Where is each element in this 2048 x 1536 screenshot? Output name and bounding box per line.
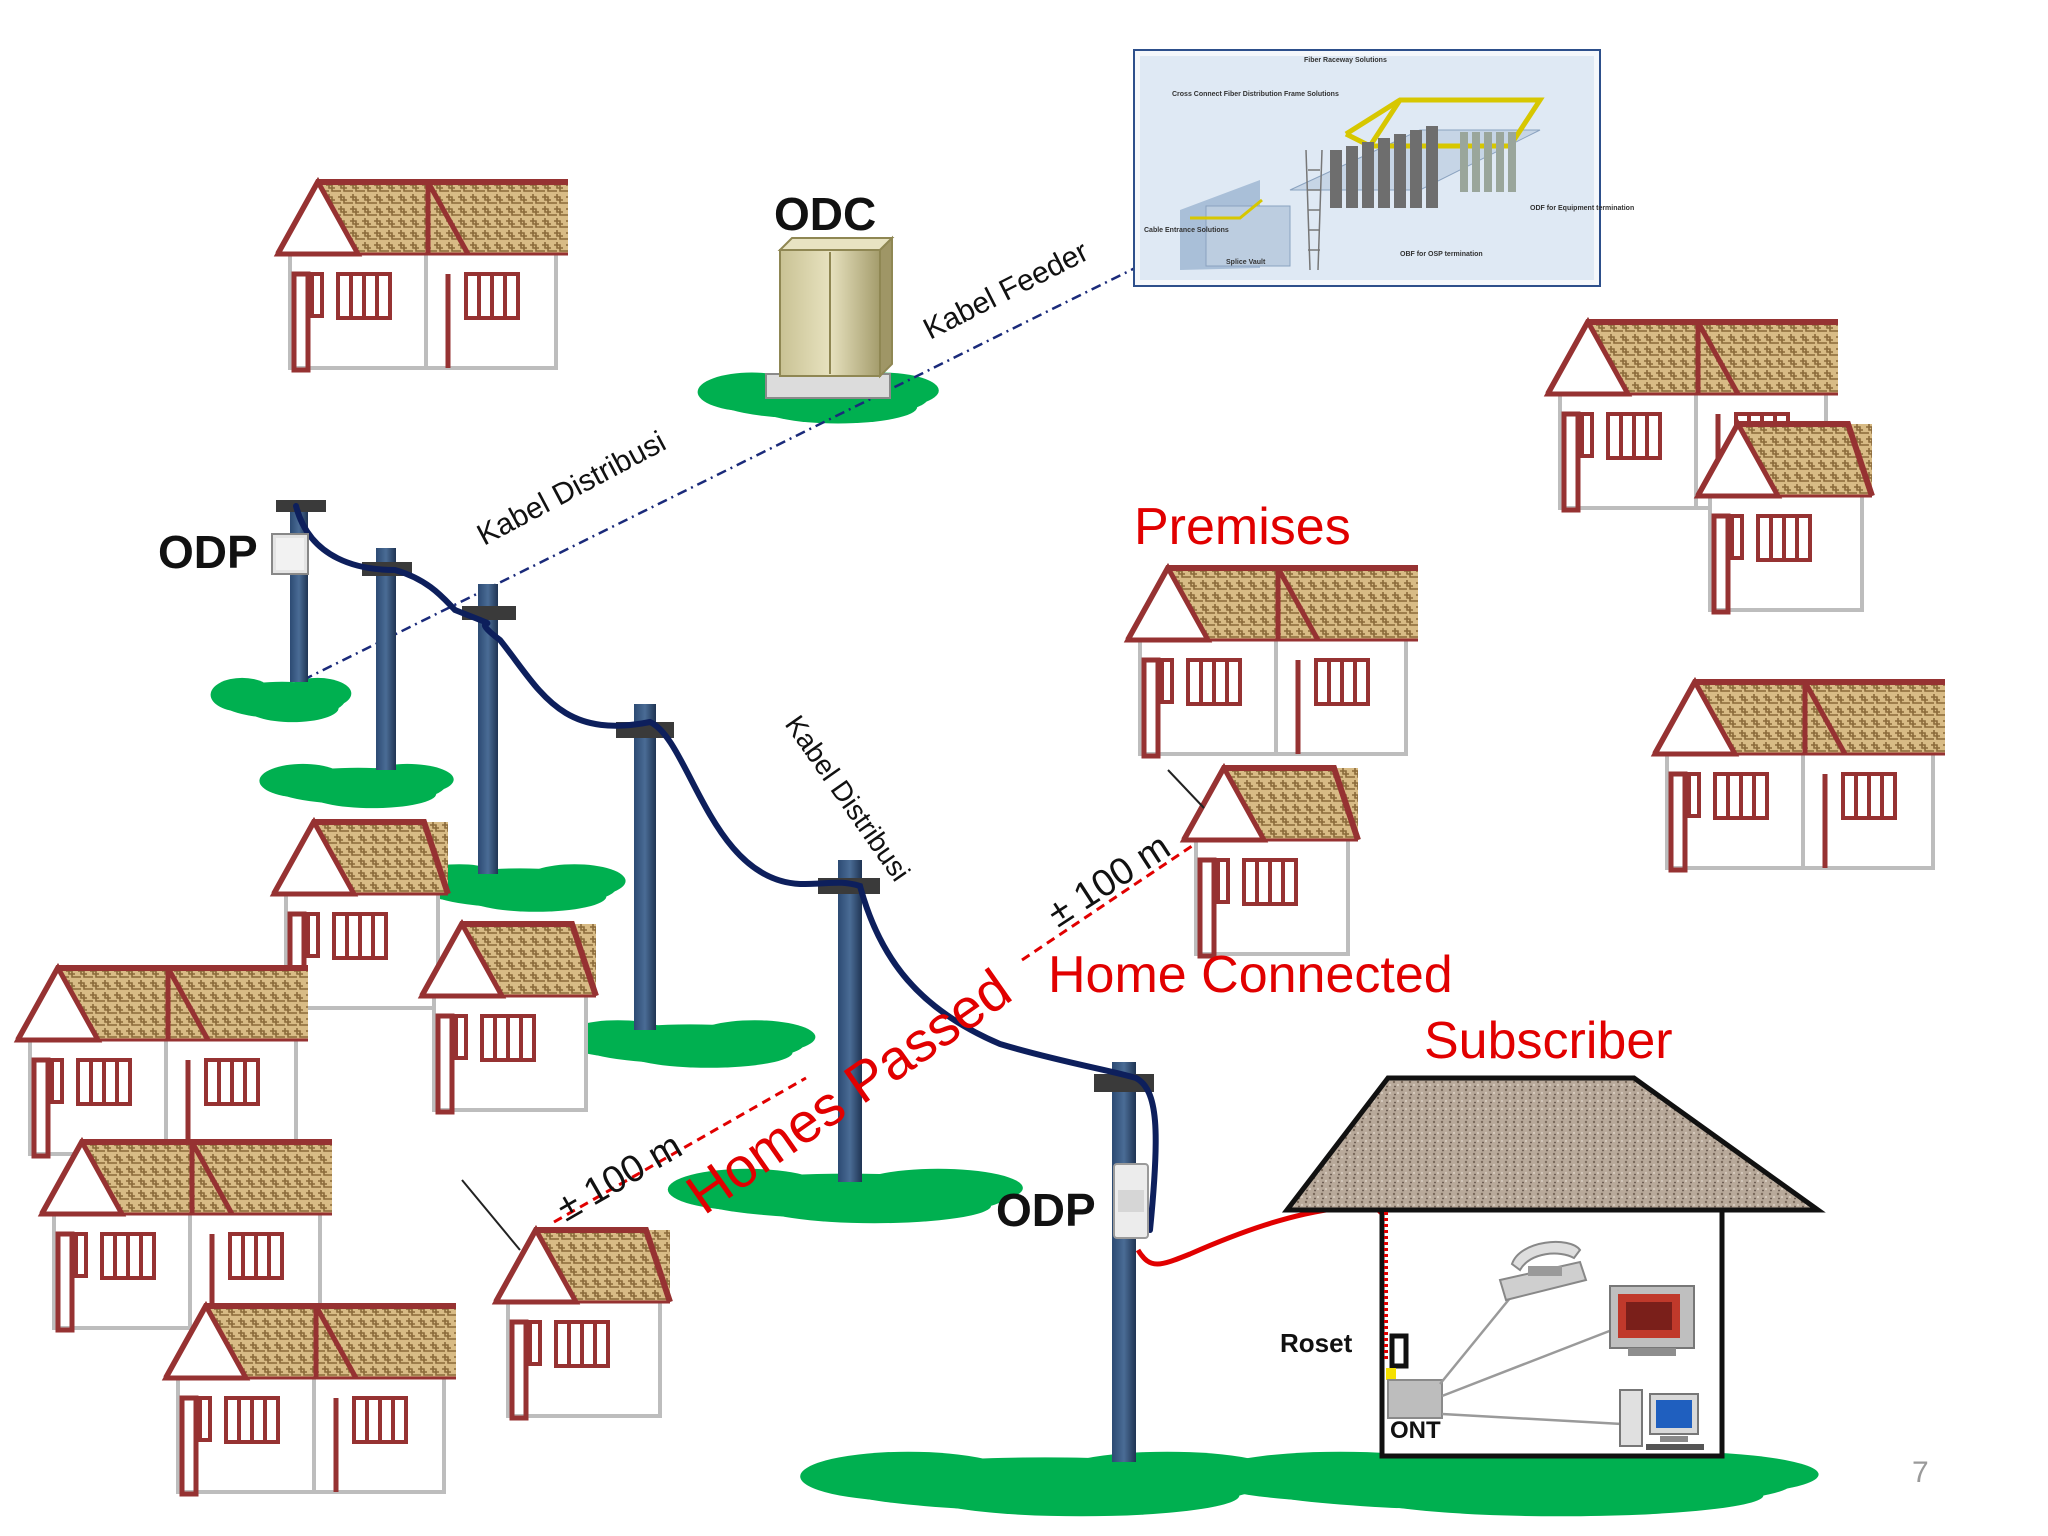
distance-line-right	[1021, 844, 1193, 962]
subscriber-house	[1281, 1075, 1826, 1459]
home-connected-label: Home Connected	[1048, 946, 1453, 1004]
leader-line	[461, 1179, 521, 1251]
house	[1128, 568, 1418, 756]
house	[18, 968, 308, 1156]
house	[166, 1306, 456, 1494]
television-icon	[1609, 1285, 1695, 1356]
distance-label-right: ± 100 m	[1040, 826, 1178, 936]
odp-label-top: ODP	[158, 526, 258, 578]
subscriber-label: Subscriber	[1424, 1012, 1673, 1070]
roset-label: Roset	[1280, 1328, 1353, 1358]
odc-cabinet	[765, 235, 895, 399]
house	[278, 182, 568, 370]
premises-label: Premises	[1134, 498, 1351, 556]
house	[42, 1142, 332, 1330]
odc-label: ODC	[774, 188, 876, 240]
poles	[276, 500, 1154, 1462]
svg-text:Splice Vault: Splice Vault	[1226, 259, 1266, 266]
odp-box-top	[271, 533, 309, 575]
house	[1655, 682, 1945, 870]
kabel-distribusi-aerial	[293, 503, 1159, 1233]
ont-device	[1387, 1379, 1443, 1419]
kabel-feeder-label: Kabel Feeder	[918, 235, 1093, 346]
svg-text:Fiber Raceway Solutions: Fiber Raceway Solutions	[1304, 57, 1387, 64]
svg-text:Cable Entrance Solutions: Cable Entrance Solutions	[1144, 227, 1229, 234]
svg-text:OBF for OSP termination: OBF for OSP termination	[1400, 251, 1483, 258]
computer-icon	[1619, 1389, 1704, 1450]
ont-label: ONT	[1390, 1417, 1441, 1444]
telephone-icon	[1498, 1240, 1588, 1302]
roset-device	[1389, 1333, 1409, 1369]
house	[1184, 768, 1358, 956]
odc-inset-image: Fiber Raceway Solutions Cross Connect Fi…	[1133, 49, 1634, 287]
odp-box-bottom	[1113, 1163, 1149, 1239]
house	[496, 1230, 670, 1418]
house	[1698, 424, 1872, 612]
house	[422, 924, 596, 1112]
kabel-distribusi-label-top: Kabel Distribusi	[472, 425, 672, 552]
odp-label-bottom: ODP	[996, 1184, 1096, 1236]
svg-text:Cross Connect Fiber Distributi: Cross Connect Fiber Distribution Frame S…	[1172, 91, 1339, 98]
leader-line	[1167, 769, 1205, 809]
page-number: 7	[1912, 1456, 1929, 1489]
svg-text:ODF for Equipment termination: ODF for Equipment termination	[1530, 205, 1634, 212]
kabel-feeder-line	[302, 220, 1229, 682]
distance-line-left	[553, 1076, 807, 1224]
distance-label-left: ± 100 m	[550, 1125, 690, 1230]
